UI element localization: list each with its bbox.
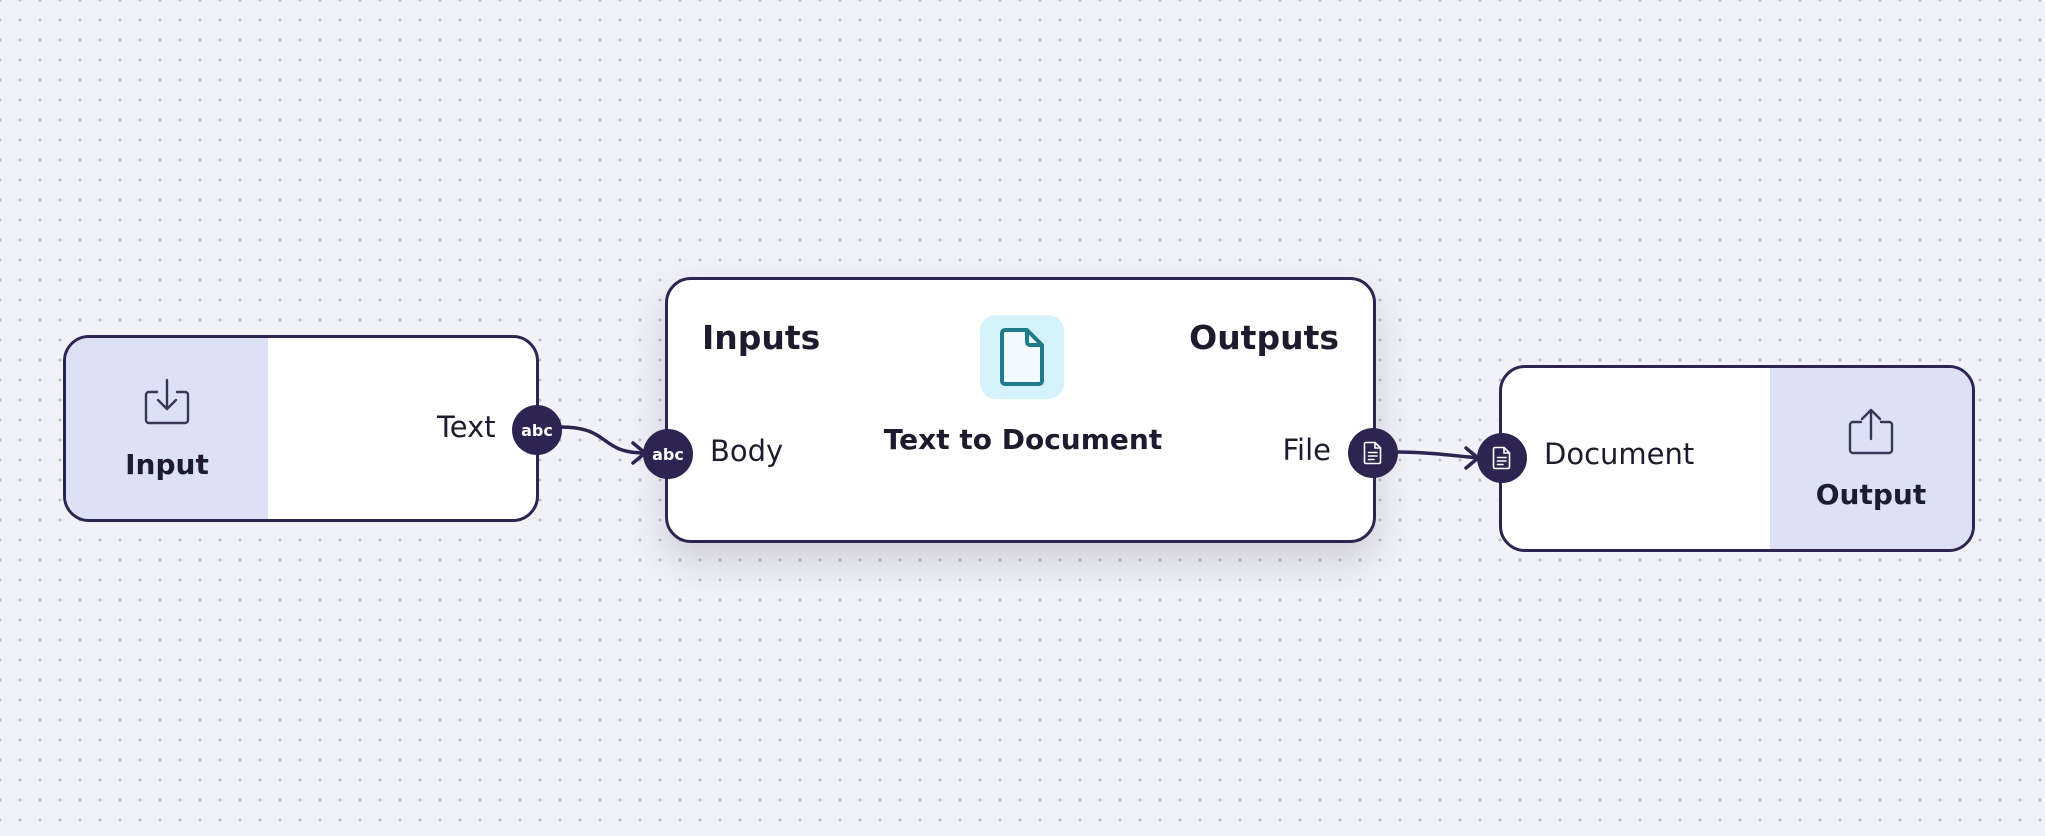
file-text-icon — [1492, 446, 1511, 470]
output-node-side-panel: Output — [1770, 368, 1972, 549]
edge-text-to-body[interactable] — [558, 425, 647, 455]
document-icon-badge — [980, 315, 1064, 399]
file-text-icon — [1363, 441, 1382, 465]
body-input-port[interactable]: abc — [643, 429, 693, 479]
document-port-label: Document — [1544, 437, 1695, 471]
download-tray-icon — [144, 378, 190, 425]
edge-file-to-document[interactable] — [1395, 450, 1480, 460]
input-node[interactable]: Input Text abc — [63, 335, 562, 522]
file-port-label: File — [1282, 433, 1331, 467]
file-output-port[interactable] — [1348, 428, 1398, 478]
input-node-side-panel: Input — [66, 338, 268, 519]
inputs-section-title: Inputs — [702, 318, 821, 357]
abc-type-badge: abc — [521, 420, 553, 440]
body-port-label: Body — [710, 434, 784, 468]
outputs-section-title: Outputs — [1189, 318, 1339, 357]
output-node-label: Output — [1815, 478, 1927, 511]
abc-type-badge: abc — [652, 444, 684, 464]
output-node[interactable]: Document Output — [1477, 365, 1975, 552]
text-output-port[interactable]: abc — [512, 405, 562, 455]
text-to-document-node[interactable]: Inputs Outputs Text to Document abc Body… — [643, 277, 1398, 543]
input-node-port-label: Text — [437, 410, 496, 444]
document-icon — [1000, 328, 1044, 386]
upload-tray-icon — [1848, 408, 1894, 455]
process-node-title: Text to Document — [883, 423, 1163, 456]
document-input-port[interactable] — [1477, 433, 1527, 483]
input-node-label: Input — [125, 448, 209, 481]
